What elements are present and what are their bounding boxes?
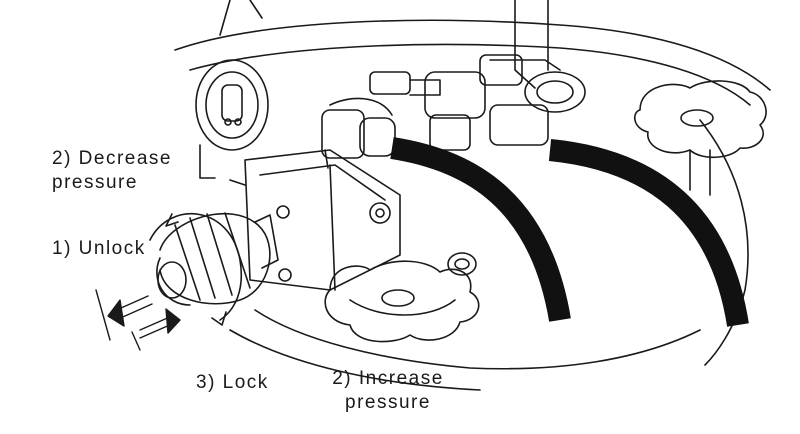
top-bracket: [489, 0, 561, 89]
lock-label: 3) Lock: [196, 372, 269, 393]
regulator-body: [229, 149, 401, 291]
hose-right: [548, 139, 749, 327]
plate-nut: [447, 252, 477, 276]
increase-pressure-label-line1: 2) Increase: [332, 368, 444, 389]
unlock-label: 1) Unlock: [52, 238, 146, 259]
hose-left: [390, 137, 571, 322]
pressure-gauge: [195, 59, 269, 179]
increase-handwheel: [324, 260, 480, 343]
decrease-pressure-label-line1: 2) Decrease: [52, 148, 172, 169]
rotation-arrow: [149, 213, 243, 326]
cylinder-rim: [174, 0, 771, 391]
push-pull-arrows: [95, 289, 181, 351]
regulator-knob: [156, 212, 279, 306]
top-handwheel: [633, 80, 767, 196]
decrease-pressure-label-line2: pressure: [52, 172, 138, 193]
increase-pressure-label-line2: pressure: [345, 392, 431, 413]
hose-fittings: [321, 54, 549, 169]
cylinder-port: [524, 71, 586, 113]
